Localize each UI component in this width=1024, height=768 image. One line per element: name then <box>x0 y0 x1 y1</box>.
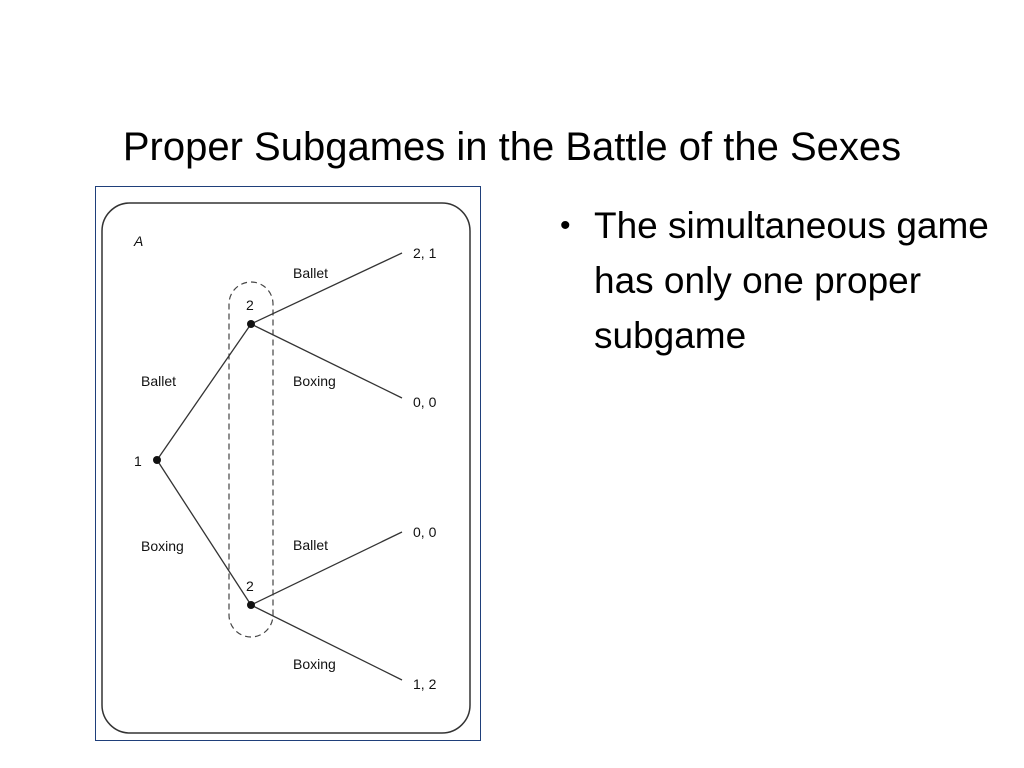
branch-lower-boxing <box>250 604 403 681</box>
bullet-icon: • <box>560 209 571 242</box>
player2-node-lower <box>247 601 255 609</box>
player2-node-lower-label: 2 <box>246 578 254 594</box>
root-node <box>153 456 161 464</box>
branch-root-ballet <box>156 323 252 461</box>
bullet-list: • The simultaneous game has only one pro… <box>560 198 1000 363</box>
branch-root-boxing <box>156 459 252 606</box>
panel-label: A <box>133 233 143 249</box>
player1-action-ballet: Ballet <box>141 373 176 389</box>
upper-action-ballet: Ballet <box>293 265 328 281</box>
bullet-item: • The simultaneous game has only one pro… <box>560 198 1000 363</box>
player2-node-upper <box>247 320 255 328</box>
lower-action-boxing: Boxing <box>293 656 336 672</box>
branch-upper-ballet <box>250 252 403 325</box>
lower-action-ballet: Ballet <box>293 537 328 553</box>
root-node-label: 1 <box>134 453 142 469</box>
payoff-ballet-ballet: 2, 1 <box>413 245 437 261</box>
upper-action-boxing: Boxing <box>293 373 336 389</box>
game-tree-figure: A 1 2 2 Ballet Boxing Ballet Boxing Ball… <box>95 186 481 741</box>
payoff-boxing-ballet: 0, 0 <box>413 524 437 540</box>
panel-border <box>101 202 471 734</box>
player2-node-upper-label: 2 <box>246 297 254 313</box>
page-title: Proper Subgames in the Battle of the Sex… <box>122 125 902 169</box>
player1-action-boxing: Boxing <box>141 538 184 554</box>
bullet-text: The simultaneous game has only one prope… <box>594 205 989 356</box>
payoff-boxing-boxing: 1, 2 <box>413 676 437 692</box>
branch-lower-ballet <box>250 531 403 606</box>
branch-upper-boxing <box>250 323 403 399</box>
game-tree-diagram: A 1 2 2 Ballet Boxing Ballet Boxing Ball… <box>101 202 471 734</box>
payoff-ballet-boxing: 0, 0 <box>413 394 437 410</box>
information-set-outline <box>228 281 274 638</box>
